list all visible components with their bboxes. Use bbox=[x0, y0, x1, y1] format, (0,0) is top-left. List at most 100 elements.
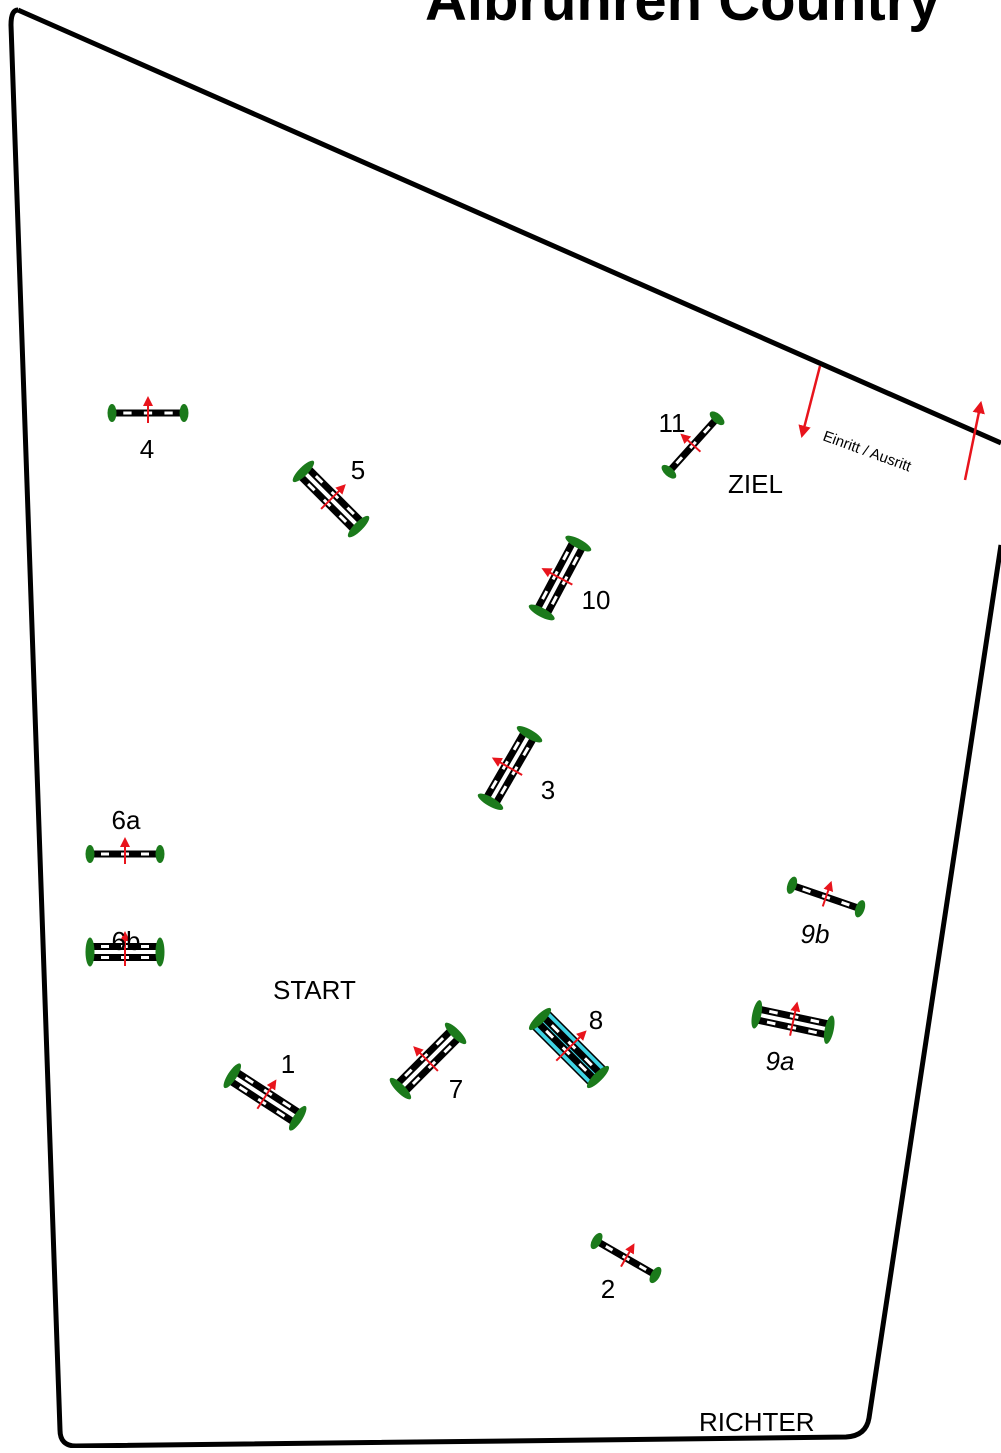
fence-rail-back-stripe bbox=[276, 1110, 286, 1118]
fence-label-3: 3 bbox=[541, 775, 555, 805]
fence-standard-right bbox=[823, 1015, 835, 1044]
fence-rail-stripe bbox=[605, 1245, 614, 1252]
fence-standard-right bbox=[709, 411, 725, 426]
fence-standard-right bbox=[288, 1105, 307, 1131]
fence-2 bbox=[590, 1232, 662, 1284]
entry-arrow bbox=[798, 365, 822, 439]
fence-5 bbox=[292, 460, 370, 538]
fence-standard-left bbox=[477, 793, 504, 811]
fence-label-9b: 9b bbox=[801, 919, 830, 949]
direction-arrow bbox=[821, 880, 834, 907]
entrance-label: Einritt / Ausritt bbox=[821, 428, 915, 476]
fence-rail-front-stripe bbox=[435, 1037, 445, 1046]
fence-label-6a: 6a bbox=[112, 805, 141, 835]
fence-rail-stripe bbox=[164, 411, 173, 415]
direction-arrow bbox=[620, 1243, 635, 1268]
finish-label: ZIEL bbox=[728, 469, 783, 499]
fence-standard-right bbox=[565, 535, 592, 552]
fence-label-2: 2 bbox=[601, 1274, 615, 1304]
fence-rail-stripe bbox=[675, 456, 684, 465]
fence-rail-front-stripe bbox=[490, 779, 498, 790]
direction-arrow bbox=[413, 1046, 439, 1072]
fence-rail-stripe bbox=[702, 425, 711, 434]
fence-standard-left bbox=[85, 845, 95, 863]
direction-arrow bbox=[555, 1030, 587, 1062]
fence-7 bbox=[389, 1022, 467, 1100]
fence-11 bbox=[661, 411, 725, 479]
fence-rail-back-stripe bbox=[338, 514, 348, 523]
course-title: Albrühren Country bbox=[425, 0, 941, 33]
fence-9a bbox=[751, 1000, 835, 1044]
start-label: START bbox=[273, 975, 356, 1005]
fence-rail-back-stripe bbox=[808, 1029, 818, 1035]
fence-rail-front-stripe bbox=[768, 1009, 778, 1015]
fence-standard-left bbox=[85, 937, 95, 967]
fence-9b bbox=[786, 876, 866, 918]
fence-standard-right bbox=[854, 900, 866, 918]
fence-standard-right bbox=[155, 937, 165, 967]
exit-arrow bbox=[963, 400, 985, 481]
fence-label-5: 5 bbox=[351, 455, 365, 485]
fence-standard-left bbox=[786, 876, 798, 894]
fence-standard-left bbox=[389, 1077, 412, 1100]
fence-standard-left bbox=[292, 460, 315, 483]
fence-6b bbox=[85, 931, 165, 967]
fence-standard-right bbox=[586, 1065, 610, 1089]
direction-arrow bbox=[320, 484, 346, 510]
fence-rail-front-stripe bbox=[810, 1018, 820, 1024]
fence-rail-stripe bbox=[638, 1264, 647, 1271]
fence-rail-back-stripe bbox=[550, 595, 558, 605]
fence-label-7: 7 bbox=[449, 1074, 463, 1104]
fence-rail-front-stripe bbox=[346, 506, 355, 516]
fence-rail-back-stripe bbox=[411, 1076, 421, 1085]
fence-standard-left bbox=[223, 1063, 242, 1089]
fence-rail-back-stripe bbox=[101, 956, 109, 959]
fence-standard-right bbox=[179, 404, 189, 422]
fence-rail-front-stripe bbox=[583, 1057, 593, 1067]
fence-rail-front-stripe bbox=[282, 1100, 292, 1109]
fence-3 bbox=[477, 725, 543, 811]
fence-rail-front-stripe bbox=[244, 1076, 254, 1084]
direction-arrow bbox=[789, 1001, 801, 1036]
fence-label-11: 11 bbox=[659, 408, 686, 438]
fence-10 bbox=[528, 535, 592, 621]
fence-rail-back-stripe bbox=[141, 956, 149, 959]
fence-rail-front-stripe bbox=[512, 741, 520, 751]
arena-boundary bbox=[8, 7, 1001, 1449]
judge-label: RICHTER bbox=[699, 1407, 815, 1437]
fence-standard-left bbox=[661, 464, 677, 479]
fence-standard-right bbox=[649, 1266, 662, 1284]
fence-rail-front-stripe bbox=[562, 551, 570, 561]
fence-rail-front-stripe bbox=[101, 945, 109, 948]
fence-rail-back-stripe bbox=[307, 482, 316, 492]
fence-label-9a: 9a bbox=[766, 1046, 795, 1076]
fence-rail-back-stripe bbox=[545, 1029, 555, 1039]
fence-label-1: 1 bbox=[281, 1049, 295, 1079]
fence-standard-left bbox=[590, 1232, 603, 1250]
fence-standard-left bbox=[751, 1000, 763, 1029]
fence-4 bbox=[107, 396, 189, 423]
fence-rail-stripe bbox=[141, 852, 149, 856]
fence-standard-right bbox=[155, 845, 165, 863]
fence-rail-stripe bbox=[101, 852, 109, 856]
fence-rail-back-stripe bbox=[578, 1062, 588, 1072]
fence-rail-back-stripe bbox=[500, 785, 508, 795]
direction-arrow bbox=[256, 1079, 277, 1110]
direction-arrow bbox=[541, 568, 573, 586]
fence-standard-right bbox=[347, 515, 370, 538]
fence-rail-back-stripe bbox=[522, 746, 530, 757]
fence-rail-back-stripe bbox=[766, 1020, 776, 1026]
fence-standard-right bbox=[516, 725, 543, 743]
fence-rail-back-stripe bbox=[238, 1085, 248, 1094]
fence-standard-left bbox=[528, 604, 555, 621]
fence-rail-front-stripe bbox=[541, 590, 549, 600]
fence-rail-back-stripe bbox=[571, 556, 579, 566]
fence-rail-stripe bbox=[802, 887, 811, 894]
fence-rail-stripe bbox=[841, 900, 850, 907]
fence-rail-stripe bbox=[123, 411, 132, 415]
fence-1 bbox=[223, 1063, 307, 1131]
fence-8 bbox=[528, 1007, 610, 1089]
